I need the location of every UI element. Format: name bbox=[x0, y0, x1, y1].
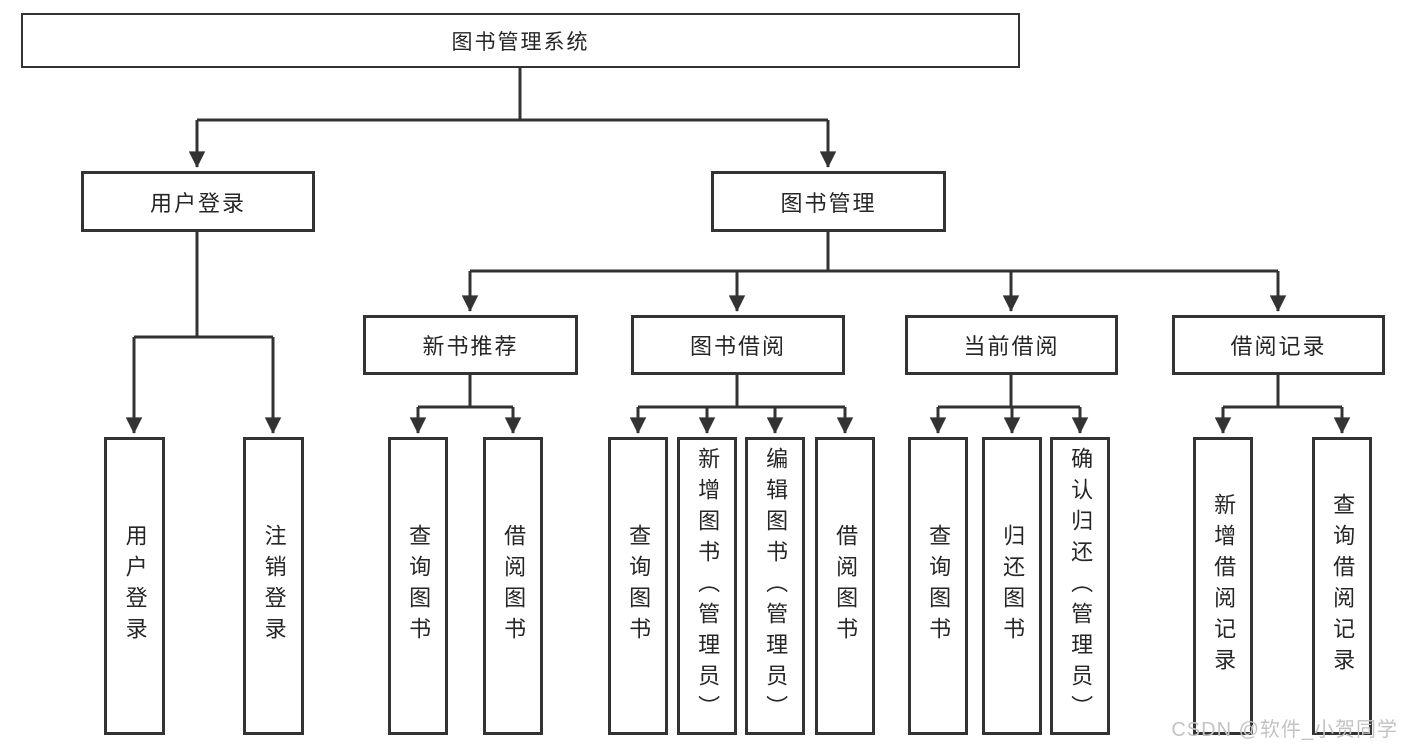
connector-book-management-split bbox=[470, 232, 1278, 273]
leaf-label: 查询图书 bbox=[406, 524, 432, 648]
leaf-label: 用户登录 bbox=[122, 524, 148, 648]
node-borrow-records: 借阅记录 bbox=[1172, 315, 1385, 375]
leaf-label: 确认归还（管理员） bbox=[1068, 446, 1094, 726]
leaf-label: 新增借阅记录 bbox=[1211, 493, 1237, 679]
leaf-label: 查询借阅记录 bbox=[1330, 493, 1356, 679]
leaf-label: 编辑图书（管理员） bbox=[763, 446, 789, 726]
leaf-query-books-current: 查询图书 bbox=[908, 437, 968, 735]
csdn-watermark: CSDN @软件_小贺同学 bbox=[1171, 719, 1398, 741]
connector-user-login-split bbox=[134, 232, 273, 339]
connector-new-book-recommend-split bbox=[418, 375, 513, 409]
node-new-book-recommend: 新书推荐 bbox=[363, 315, 578, 375]
leaf-query-borrow-record: 查询借阅记录 bbox=[1312, 437, 1372, 735]
leaf-query-books-recommend: 查询图书 bbox=[388, 437, 448, 735]
node-user-login: 用户登录 bbox=[81, 171, 315, 232]
leaf-borrow-books: 借阅图书 bbox=[815, 437, 875, 735]
leaf-return-book: 归还图书 bbox=[982, 437, 1042, 735]
leaf-edit-book-admin: 编辑图书（管理员） bbox=[745, 437, 805, 735]
connector-borrow-records-split bbox=[1223, 375, 1342, 409]
leaf-label: 新增图书（管理员） bbox=[695, 446, 721, 726]
leaf-query-books-borrow: 查询图书 bbox=[608, 437, 668, 735]
connector-current-borrow-split bbox=[938, 375, 1080, 409]
leaf-label: 查询图书 bbox=[626, 524, 652, 648]
leaf-label: 归还图书 bbox=[1000, 524, 1026, 648]
leaf-logout: 注销登录 bbox=[243, 437, 304, 735]
leaf-label: 借阅图书 bbox=[501, 524, 527, 648]
connector-root-split bbox=[197, 67, 828, 122]
node-root-library-system: 图书管理系统 bbox=[21, 13, 1020, 68]
leaf-confirm-return-admin: 确认归还（管理员） bbox=[1050, 437, 1110, 735]
leaf-label: 注销登录 bbox=[261, 524, 287, 648]
leaf-label: 查询图书 bbox=[926, 524, 952, 648]
leaf-label: 借阅图书 bbox=[833, 524, 859, 648]
leaf-add-book-admin: 新增图书（管理员） bbox=[677, 437, 737, 735]
leaf-borrow-books-recommend: 借阅图书 bbox=[483, 437, 543, 735]
connector-book-borrow-split bbox=[638, 375, 845, 409]
node-book-borrow: 图书借阅 bbox=[631, 315, 845, 375]
node-book-management: 图书管理 bbox=[711, 171, 946, 232]
node-current-borrow: 当前借阅 bbox=[905, 315, 1118, 375]
leaf-user-login: 用户登录 bbox=[104, 437, 165, 735]
leaf-add-borrow-record: 新增借阅记录 bbox=[1193, 437, 1253, 735]
